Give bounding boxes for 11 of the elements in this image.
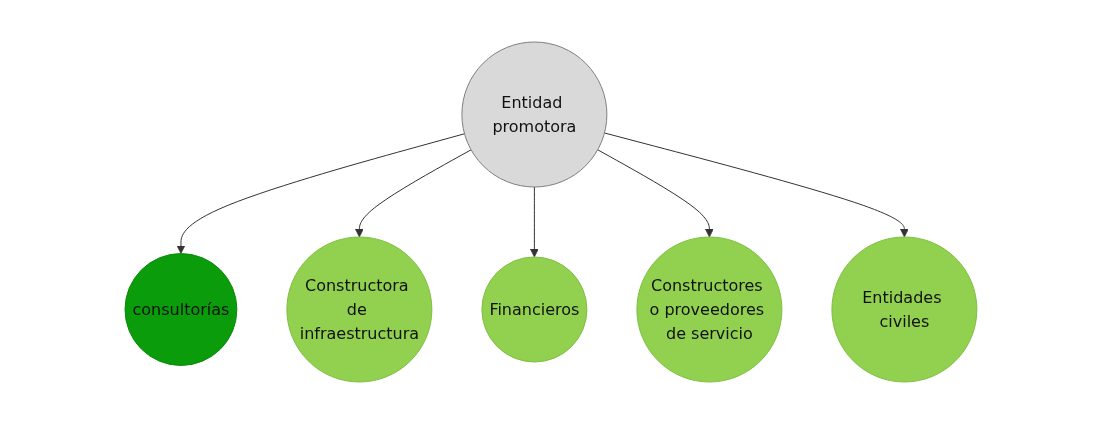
node-circle: Financieros <box>481 256 588 362</box>
node-circle: Entidades civiles <box>831 236 978 382</box>
node-circle: Entidad promotora <box>461 41 608 187</box>
arrow <box>597 148 714 237</box>
arrow <box>355 148 472 237</box>
arrow <box>604 131 909 237</box>
node-circle: Constructora de infraestructura <box>286 236 433 382</box>
node-circle: Constructores o proveedores de servicio <box>636 236 783 382</box>
node-circle: consultorías <box>124 252 238 366</box>
arrow <box>530 186 539 257</box>
arrow <box>176 132 466 254</box>
